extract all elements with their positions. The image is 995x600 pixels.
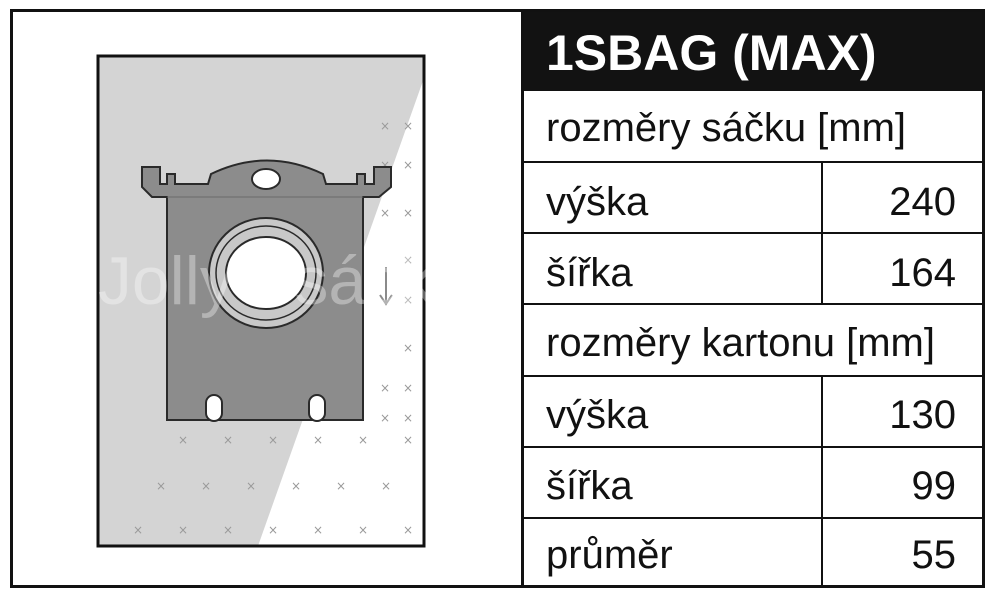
row-label: průměr xyxy=(546,533,673,577)
svg-text:×: × xyxy=(358,433,368,447)
row-value: 55 xyxy=(911,533,957,577)
svg-text:×: × xyxy=(403,523,413,537)
product-card: × × × × × × × × × × × × × × × × × × × × × × × × × × × × × ×… xyxy=(10,9,985,588)
gasket-inner-ring xyxy=(215,225,317,321)
plate-slot-right xyxy=(308,394,326,422)
svg-text:×: × xyxy=(403,119,413,133)
svg-text:×: × xyxy=(313,433,323,447)
svg-text:×: × xyxy=(403,411,413,425)
row-label: výška xyxy=(546,393,649,437)
section-header-bag: rozměry sáčku [mm] xyxy=(524,91,982,163)
table-row: průměr 55 xyxy=(524,519,982,585)
svg-text:×: × xyxy=(358,523,368,537)
svg-text:×: × xyxy=(133,523,143,537)
inlet-opening xyxy=(225,236,307,310)
row-label: šířka xyxy=(546,251,633,295)
table-row: šířka 164 xyxy=(524,234,982,305)
svg-text:×: × xyxy=(201,479,211,493)
row-value: 240 xyxy=(889,180,956,224)
column-divider xyxy=(821,163,823,232)
svg-text:×: × xyxy=(223,523,233,537)
plate-top-hole xyxy=(251,168,281,190)
column-divider xyxy=(821,519,823,585)
svg-text:×: × xyxy=(268,433,278,447)
title-bar: 1SBAG (MAX) xyxy=(524,12,982,91)
section-header-carton: rozměry kartonu [mm] xyxy=(524,305,982,377)
bag-border xyxy=(96,54,426,548)
column-divider xyxy=(821,448,823,517)
column-divider xyxy=(821,377,823,446)
panel-divider xyxy=(521,12,524,585)
svg-text:×: × xyxy=(291,479,301,493)
svg-text:×: × xyxy=(403,433,413,447)
svg-text:×: × xyxy=(156,479,166,493)
svg-text:×: × xyxy=(313,523,323,537)
watermark: Jolly - sáčky xyxy=(98,243,468,319)
svg-text:×: × xyxy=(223,433,233,447)
section-label-bag: rozměry sáčku [mm] xyxy=(546,106,907,150)
row-label: šířka xyxy=(546,464,633,508)
column-divider xyxy=(821,234,823,303)
svg-text:×: × xyxy=(403,341,413,355)
product-image: × × × × × × × × × × × × × × × × × × × × × × × × × × × × × ×… xyxy=(13,12,521,585)
svg-text:×: × xyxy=(403,158,413,172)
section-label-carton: rozměry kartonu [mm] xyxy=(546,321,935,365)
dot-pattern: × × × × × × × × × × × × × × × × × × × × × × × × × × × × × ×… xyxy=(133,119,413,537)
row-value: 99 xyxy=(911,464,957,508)
svg-text:×: × xyxy=(403,381,413,395)
table-row: šířka 99 xyxy=(524,448,982,519)
svg-text:×: × xyxy=(178,523,188,537)
svg-text:×: × xyxy=(336,479,346,493)
svg-text:×: × xyxy=(268,523,278,537)
row-label: výška xyxy=(546,180,649,224)
arrow-down-icon xyxy=(379,267,393,306)
spec-table: 1SBAG (MAX) rozměry sáčku [mm] výška 240… xyxy=(524,12,982,585)
svg-text:×: × xyxy=(403,293,413,307)
table-row: výška 240 xyxy=(524,163,982,234)
svg-text:×: × xyxy=(403,206,413,220)
plate-slot-left xyxy=(205,394,223,422)
product-title: 1SBAG (MAX) xyxy=(546,25,877,81)
svg-text:×: × xyxy=(381,479,391,493)
vacuum-bag-illustration: × × × × × × × × × × × × × × × × × × × × × × × × × × × × × ×… xyxy=(96,54,468,548)
svg-text:×: × xyxy=(380,119,390,133)
svg-text:×: × xyxy=(380,411,390,425)
svg-text:×: × xyxy=(380,158,390,172)
svg-text:×: × xyxy=(178,433,188,447)
svg-text:×: × xyxy=(380,381,390,395)
row-value: 130 xyxy=(889,393,956,437)
svg-text:×: × xyxy=(246,479,256,493)
svg-text:×: × xyxy=(380,206,390,220)
table-row: výška 130 xyxy=(524,377,982,448)
row-value: 164 xyxy=(889,251,956,295)
svg-text:×: × xyxy=(403,253,413,267)
